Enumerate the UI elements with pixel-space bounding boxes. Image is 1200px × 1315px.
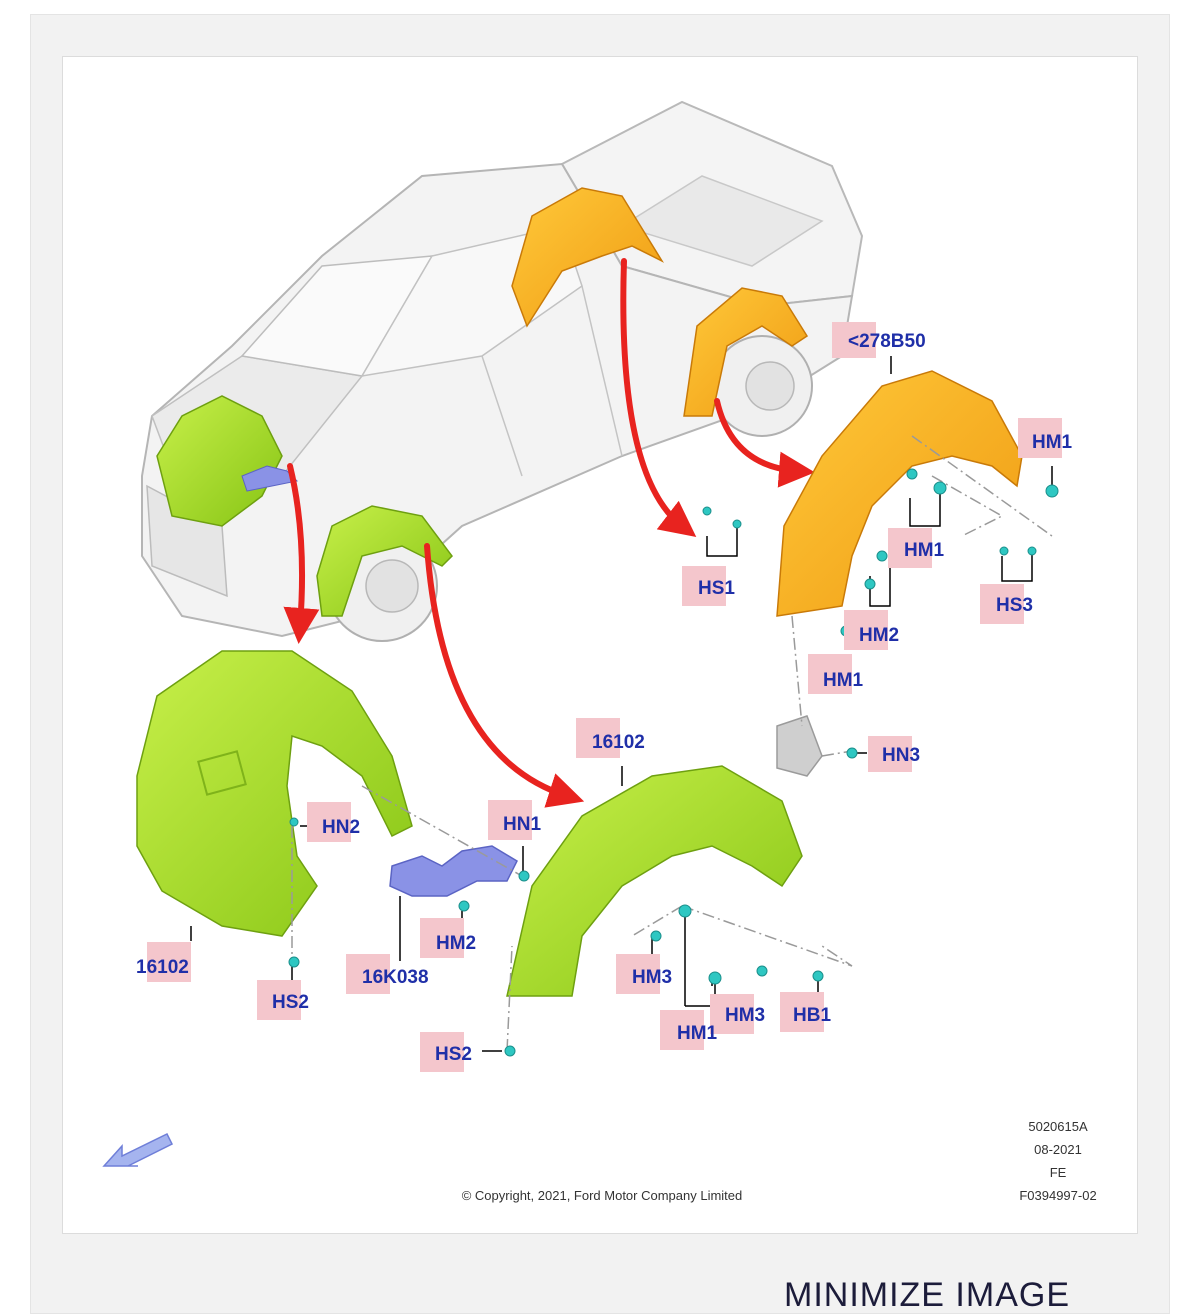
callout-16102-left: 16102 xyxy=(136,942,191,982)
callout-16K038: 16K038 xyxy=(346,954,429,994)
minimize-image-button[interactable]: MINIMIZE IMAGE xyxy=(784,1276,1070,1314)
callout-hs2-left: HS2 xyxy=(257,980,309,1020)
fastener-icon xyxy=(732,519,742,529)
fastener-icon xyxy=(999,546,1009,556)
leader-lines xyxy=(291,435,1053,1052)
bracket-16K038 xyxy=(389,845,518,897)
fastener-icon xyxy=(702,506,712,516)
callout-278B50: <278B50 xyxy=(832,322,926,358)
svg-text:HM2: HM2 xyxy=(436,933,476,954)
vehicle-front-right-liner xyxy=(316,505,453,617)
pointer-arrows xyxy=(283,258,815,808)
liner-emblem xyxy=(197,750,247,796)
figure-id: F0394997-02 xyxy=(1019,1188,1096,1203)
callout-hm1-right-top: HM1 xyxy=(1018,418,1073,458)
svg-text:HB1: HB1 xyxy=(793,1005,831,1026)
doc-date: 08-2021 xyxy=(1034,1142,1082,1157)
svg-text:16102: 16102 xyxy=(592,732,645,753)
svg-text:HM2: HM2 xyxy=(859,625,899,646)
callout-hm1-right-low: HM1 xyxy=(808,654,864,694)
fastener-icon xyxy=(1027,546,1037,556)
svg-text:HS3: HS3 xyxy=(996,595,1033,616)
svg-text:<278B50: <278B50 xyxy=(848,331,926,352)
fasteners xyxy=(288,468,1059,1057)
fastener-icon xyxy=(864,578,876,590)
vehicle-bracket xyxy=(241,465,299,492)
vehicle-front-left-liner xyxy=(156,395,283,527)
vehicle-rear-lower-liner xyxy=(683,287,809,417)
svg-text:HN3: HN3 xyxy=(882,745,920,766)
svg-text:HM3: HM3 xyxy=(632,967,672,988)
callout-hs2-bottom: HS2 xyxy=(420,1032,472,1072)
splash-shield xyxy=(776,715,823,777)
svg-text:16K038: 16K038 xyxy=(362,967,429,988)
svg-text:HS2: HS2 xyxy=(272,992,309,1013)
fastener-icon xyxy=(518,870,530,882)
svg-text:HS1: HS1 xyxy=(698,578,735,599)
svg-text:HN1: HN1 xyxy=(503,814,541,835)
callout-hn2: HN2 xyxy=(307,802,360,842)
orientation-arrow-icon xyxy=(102,1132,174,1167)
fastener-icon xyxy=(933,481,947,495)
door-lines xyxy=(481,285,623,477)
fastener-icon xyxy=(650,930,662,942)
copyright-text: © Copyright, 2021, Ford Motor Company Li… xyxy=(462,1188,743,1203)
callout-hs1: HS1 xyxy=(682,566,735,606)
figure-metadata: 5020615A 08-2021 FE F0394997-02 © Copyri… xyxy=(462,1119,1097,1203)
liner-278B50 xyxy=(776,370,1023,617)
svg-text:HM1: HM1 xyxy=(823,670,864,691)
callout-hn3: HN3 xyxy=(868,736,920,772)
liner-16102-left xyxy=(136,650,413,937)
callout-hs3: HS3 xyxy=(980,584,1033,624)
fastener-icon xyxy=(906,468,918,480)
callout-hm1-bottom: HM1 xyxy=(660,1010,718,1050)
fastener-icon xyxy=(1045,484,1059,498)
bed-floor xyxy=(620,175,824,267)
svg-text:HM3: HM3 xyxy=(725,1005,765,1026)
fastener-icon xyxy=(678,904,692,918)
callout-hm2-left: HM2 xyxy=(420,918,476,958)
fastener-icon xyxy=(876,550,888,562)
fastener-icon xyxy=(708,971,722,985)
fastener-icon xyxy=(288,956,300,968)
doc-code: FE xyxy=(1050,1165,1067,1180)
fastener-icon xyxy=(812,970,824,982)
vehicle-illustration xyxy=(141,100,864,642)
callout-hb1: HB1 xyxy=(780,992,831,1032)
svg-text:HS2: HS2 xyxy=(435,1044,472,1065)
callout-hm3-a: HM3 xyxy=(616,954,672,994)
svg-text:16102: 16102 xyxy=(136,957,189,978)
svg-text:HM1: HM1 xyxy=(904,540,945,561)
svg-text:HN2: HN2 xyxy=(322,817,360,838)
callout-hm1-right-mid: HM1 xyxy=(888,528,945,568)
callout-hn1: HN1 xyxy=(488,800,541,840)
fastener-icon xyxy=(289,817,299,827)
vehicle-rear-upper-liner xyxy=(511,187,665,328)
fastener-icon xyxy=(846,747,858,759)
callout-hm3-b: HM3 xyxy=(710,994,765,1034)
svg-text:HM1: HM1 xyxy=(677,1023,718,1044)
callout-hm2-right: HM2 xyxy=(844,610,899,650)
fastener-icon xyxy=(458,900,470,912)
parts-diagram: <278B50 HM1 HM1 HS1 HS3 HM2 HM1 HN3 HN2 … xyxy=(102,100,1097,1203)
svg-text:HM1: HM1 xyxy=(1032,432,1073,453)
fastener-icon xyxy=(756,965,768,977)
callout-16102-right: 16102 xyxy=(576,718,645,758)
doc-number: 5020615A xyxy=(1028,1119,1088,1134)
fastener-icon xyxy=(504,1045,516,1057)
callout-labels: <278B50 HM1 HM1 HS1 HS3 HM2 HM1 HN3 HN2 … xyxy=(136,322,1073,1072)
liner-16102-right xyxy=(506,765,803,997)
